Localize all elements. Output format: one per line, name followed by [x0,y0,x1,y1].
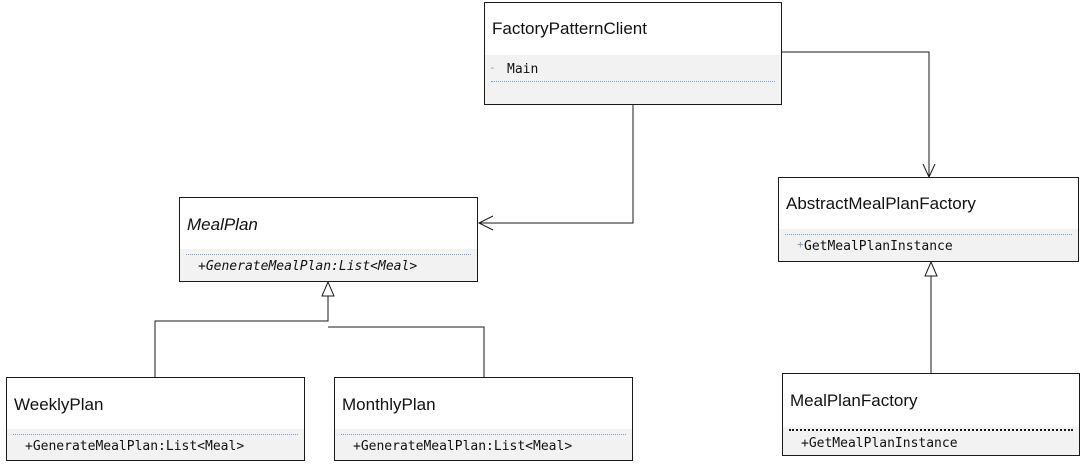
client-to-mealplan-arrowhead [477,215,494,231]
operation-getmealplaninstance[interactable]: +GetMealPlanInstance [801,436,958,451]
class-operations: +GenerateMealPlan:List<Meal> [335,429,632,460]
compartment-separator [491,81,775,82]
monthly-generalization-line [328,326,485,377]
class-header: MonthlyPlan [335,378,632,430]
class-operations: +GetMealPlanInstance [783,427,1079,455]
class-name: FactoryPatternClient [492,19,647,38]
operation-getmealplaninstance[interactable]: GetMealPlanInstance [804,239,953,254]
class-name: AbstractMealPlanFactory [786,194,976,213]
class-name: WeeklyPlan [14,395,104,414]
weekly-generalization-line [154,296,329,377]
class-mealplan[interactable]: MealPlan +GenerateMealPlan:List<Meal> [179,197,478,282]
compartment-separator [13,434,298,435]
compartment-separator [789,429,1073,431]
class-abstractmealplanfactory[interactable]: AbstractMealPlanFactory + GetMealPlanIns… [778,177,1079,262]
operation-generatemealplan[interactable]: +GenerateMealPlan:List<Meal> [25,439,245,454]
client-to-factory-association [782,51,930,177]
class-header: AbstractMealPlanFactory [779,178,1078,230]
class-name: MonthlyPlan [342,395,436,414]
mealplan-generalization-triangle [321,280,335,297]
class-name: MealPlan [187,215,258,234]
class-weeklyplan[interactable]: WeeklyPlan +GenerateMealPlan:List<Meal> [6,377,305,461]
class-operations: - Main [485,55,781,104]
class-operations: +GenerateMealPlan:List<Meal> [180,249,477,281]
class-factorypatternclient[interactable]: FactoryPatternClient - Main [484,2,782,105]
class-header: MealPlan [180,198,477,250]
class-operations: + GetMealPlanInstance [779,229,1078,261]
compartment-separator [186,254,471,255]
operation-main[interactable]: Main [507,62,539,77]
private-visibility-icon: - [489,61,496,74]
class-header: MealPlanFactory [783,374,1079,428]
compartment-separator [785,234,1072,235]
compartment-separator [341,434,626,435]
client-to-mealplan-association [479,105,634,224]
class-header: FactoryPatternClient [485,3,781,56]
class-header: WeeklyPlan [7,378,304,430]
class-monthlyplan[interactable]: MonthlyPlan +GenerateMealPlan:List<Meal> [334,377,633,461]
class-name: MealPlanFactory [790,391,918,410]
operation-generatemealplan[interactable]: +GenerateMealPlan:List<Meal> [198,259,418,274]
class-operations: +GenerateMealPlan:List<Meal> [7,429,304,460]
factory-generalization-triangle [924,260,938,277]
public-visibility-icon: + [797,238,804,251]
operation-generatemealplan[interactable]: +GenerateMealPlan:List<Meal> [353,439,573,454]
class-mealplanfactory[interactable]: MealPlanFactory +GetMealPlanInstance [782,373,1080,456]
